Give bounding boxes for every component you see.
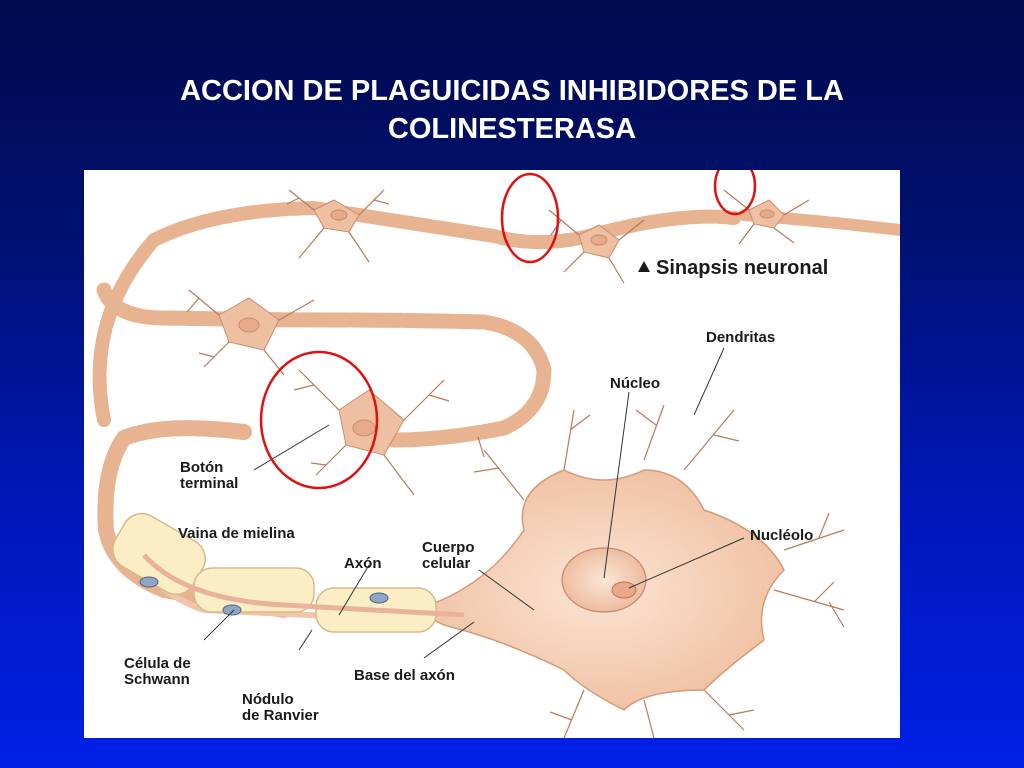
label-cuerpo-line1: Cuerpo [422,539,475,556]
label-celula-line2: Schwann [124,671,190,688]
highlight-circle-1 [500,172,560,264]
label-nodulo-line2: de Ranvier [242,707,319,724]
main-axon [112,512,465,633]
label-nodulo-line1: Nódulo [242,691,294,708]
label-boton-terminal: Botón terminal [180,460,238,492]
cell-body [411,469,785,711]
label-axon: Axón [344,555,382,572]
label-nodulo-ranvier: Nódulo de Ranvier [242,692,319,724]
figure-caption: Sinapsis neuronal [638,257,828,280]
title-line-1: ACCION DE PLAGUICIDAS INHIBIDORES DE LA [180,75,844,107]
slide-title: ACCION DE PLAGUICIDAS INHIBIDORES DE LA … [60,72,964,148]
label-nucleo: Núcleo [610,375,661,392]
highlight-circle-3 [259,350,379,490]
schwann-nucleus [139,576,159,588]
neuron-illustration [92,170,900,738]
label-cuerpo-line2: celular [422,555,471,572]
label-celula-line1: Célula de [124,655,191,672]
title-line-2: COLINESTERASA [387,113,637,145]
label-cuerpo-celular: Cuerpo celular [422,540,475,572]
highlight-circles [259,170,757,490]
label-nucleolo: Nucléolo [750,527,814,544]
label-boton-line1: Botón [180,459,224,476]
label-dendritas: Dendritas [706,329,776,346]
nucleolus [611,581,637,599]
caption-text: Sinapsis neuronal [656,257,829,279]
label-base-axon: Base del axón [354,667,455,684]
dendrite-branches [186,189,845,738]
label-vaina-mielina: Vaina de mielina [178,525,295,542]
triangle-icon [638,261,650,272]
label-boton-line2: terminal [180,475,239,492]
leader-lines [203,347,745,659]
nucleus [561,547,647,613]
neuron-synapse-figure: Sinapsis neuronal Dendritas Núcleo Botón… [84,170,900,738]
label-celula-schwann: Célula de Schwann [124,656,191,688]
small-neuron-top [218,199,785,456]
highlight-circle-2 [713,170,757,216]
